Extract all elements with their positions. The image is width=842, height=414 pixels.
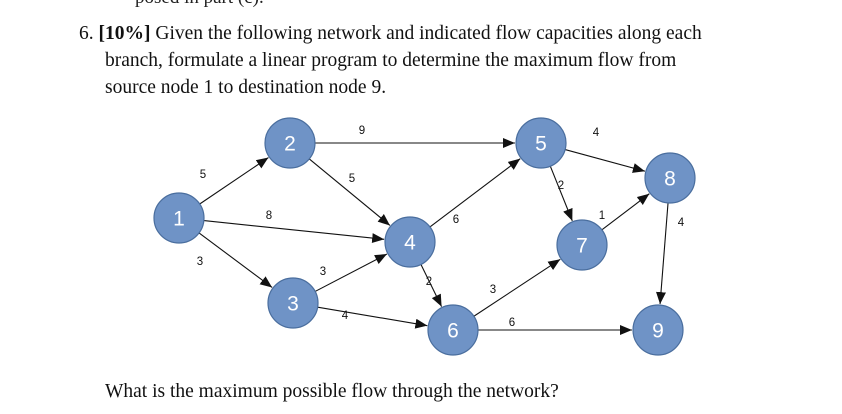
node-5: 5	[515, 117, 567, 169]
edge-2-4	[308, 158, 391, 226]
edge-1-3	[198, 232, 273, 288]
edge-1-2	[199, 157, 269, 205]
edge-capacity-2-5: 9	[359, 125, 365, 137]
edge-6-7	[473, 258, 561, 317]
node-9: 9	[632, 304, 684, 356]
edge-capacity-2-4: 5	[349, 173, 355, 185]
node-circle-8	[644, 152, 696, 204]
edge-capacity-1-4: 8	[266, 210, 272, 222]
problem-weight: [10%]	[98, 23, 151, 44]
problem-text-line2: branch, formulate a linear program to de…	[105, 50, 677, 71]
node-label-8: 8	[664, 168, 676, 191]
edge-capacity-3-6: 4	[342, 310, 349, 322]
edge-4-5	[429, 158, 521, 228]
edge-8-9	[656, 202, 669, 305]
problem-text-line1: Given the following network and indicate…	[155, 23, 702, 44]
node-label-2: 2	[284, 133, 296, 156]
node-label-5: 5	[535, 133, 547, 156]
node-3: 3	[267, 277, 319, 329]
node-8: 8	[644, 152, 696, 204]
node-circle-5	[515, 117, 567, 169]
node-circle-6	[427, 304, 479, 356]
edge-capacity-6-9: 6	[509, 317, 515, 329]
problem-statement: 6. [10%] Given the following network and…	[79, 20, 779, 101]
problem-number: 6.	[79, 23, 94, 44]
edge-5-8	[564, 149, 646, 173]
node-2: 2	[264, 117, 316, 169]
edge-capacity-6-7: 3	[490, 284, 496, 296]
node-circle-9	[632, 304, 684, 356]
edge-capacity-1-3: 3	[197, 256, 203, 268]
problem-line-1: 6. [10%] Given the following network and…	[79, 20, 779, 47]
node-label-7: 7	[576, 235, 588, 258]
node-label-9: 9	[652, 320, 664, 343]
node-label-6: 6	[447, 320, 459, 343]
edge-capacity-1-2: 5	[200, 169, 206, 181]
edge-7-8	[601, 193, 650, 231]
edge-capacity-5-7: 2	[558, 180, 564, 192]
edge-3-4	[314, 253, 388, 292]
edge-1-4	[203, 220, 385, 244]
node-4: 4	[384, 216, 436, 268]
edge-capacity-8-9: 4	[678, 217, 685, 229]
node-label-4: 4	[404, 232, 416, 255]
node-circle-7	[556, 219, 608, 271]
edge-capacity-4-6: 2	[426, 276, 432, 288]
problem-text-line3: source node 1 to destination node 9.	[105, 77, 387, 98]
node-circle-3	[267, 277, 319, 329]
edge-capacity-7-8: 1	[599, 210, 605, 222]
cutoff-header-text: posed in part (c).	[135, 0, 264, 9]
edge-3-6	[317, 306, 428, 329]
node-6: 6	[427, 304, 479, 356]
edge-capacity-5-8: 4	[593, 127, 600, 139]
edge-capacity-3-4: 3	[320, 266, 326, 278]
node-circle-4	[384, 216, 436, 268]
edge-4-6	[420, 264, 443, 307]
nodes-layer: 1 2 3 4 5 6 7 8 9	[153, 117, 696, 356]
node-label-1: 1	[173, 208, 185, 231]
node-circle-1	[153, 192, 205, 244]
edge-5-7	[549, 165, 573, 222]
edges-layer: 5 8 3 9 5 3 4 6 2 4 2 3 6 1 4	[197, 125, 685, 335]
edge-capacity-4-5: 6	[453, 214, 459, 226]
node-1: 1	[153, 192, 205, 244]
node-7: 7	[556, 219, 608, 271]
node-label-3: 3	[287, 293, 299, 316]
node-circle-2	[264, 117, 316, 169]
question-text: What is the maximum possible flow throug…	[105, 381, 559, 402]
